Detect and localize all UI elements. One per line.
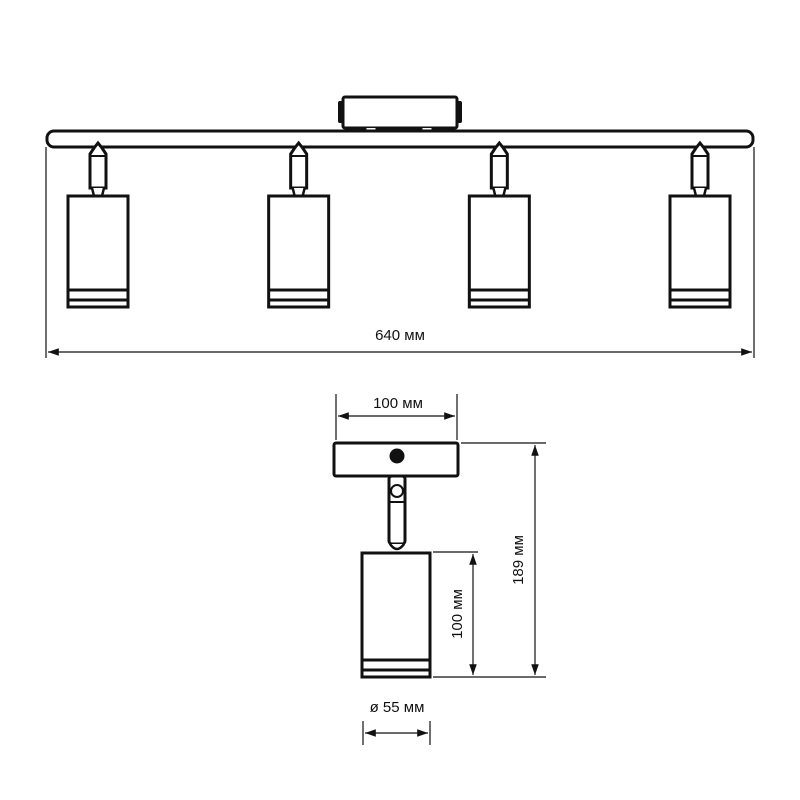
spot-lamp <box>668 140 732 309</box>
shade-height-label: 100 мм <box>449 589 466 639</box>
spot-lamp <box>467 140 531 309</box>
mount-screw <box>389 448 405 464</box>
diameter-label: ø 55 мм <box>370 699 425 716</box>
width-label: 640 мм <box>375 327 425 344</box>
stem-joint <box>390 484 404 498</box>
spot-group <box>66 140 732 309</box>
canopy-width-label: 100 мм <box>373 395 423 412</box>
spot-stem <box>489 140 509 190</box>
spot-stem <box>289 140 309 190</box>
side-view: 100 мм 189 мм 100 мм ø 55 мм <box>332 394 546 745</box>
rail-bar <box>45 129 755 149</box>
total-height-label: 189 мм <box>510 535 527 585</box>
spot-stem <box>690 140 710 190</box>
spot-lamp <box>267 140 331 309</box>
canopy <box>341 95 459 130</box>
side-shade <box>360 551 432 679</box>
spot-stem <box>88 140 108 190</box>
canopy-tab-right <box>457 101 462 123</box>
spot-lamp <box>66 140 130 309</box>
front-view: 640 мм <box>45 95 755 358</box>
canopy-tab-left <box>338 101 343 123</box>
